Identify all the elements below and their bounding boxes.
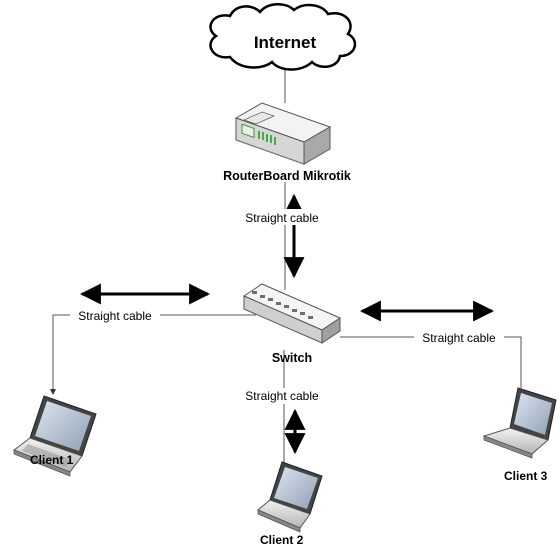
client-2-label: Client 2 xyxy=(260,533,304,546)
laptop-icon xyxy=(12,395,97,477)
client-1-label: Client 1 xyxy=(30,453,74,467)
cable-label-router-switch: Straight cable xyxy=(245,211,319,225)
router-label: RouterBoard Mikrotik xyxy=(223,169,351,183)
cable-label-client1: Straight cable xyxy=(78,309,152,323)
cloud-icon xyxy=(209,3,357,71)
cable-label-client2: Straight cable xyxy=(245,389,319,403)
link-switch-client1 xyxy=(52,314,256,392)
router-icon xyxy=(234,102,332,165)
cable-labels: Straight cable Straight cable Straight c… xyxy=(70,209,504,404)
client-2: Client 2 xyxy=(257,461,323,546)
client1-link-arrowhead xyxy=(50,389,56,395)
internet-label: Internet xyxy=(254,33,317,52)
cable-label-client3: Straight cable xyxy=(422,331,496,345)
internet-cloud: Internet xyxy=(209,3,357,71)
switch-icon xyxy=(242,283,342,344)
client-1: Client 1 xyxy=(12,395,97,477)
switch-device: Switch xyxy=(242,283,342,365)
switch-label: Switch xyxy=(272,351,312,365)
link-switch-client3 xyxy=(340,336,522,388)
laptop-icon xyxy=(482,387,557,459)
router-device: RouterBoard Mikrotik xyxy=(223,102,351,183)
laptop-icon xyxy=(257,461,323,533)
client-3: Client 3 xyxy=(482,387,557,483)
client-3-label: Client 3 xyxy=(504,469,548,483)
